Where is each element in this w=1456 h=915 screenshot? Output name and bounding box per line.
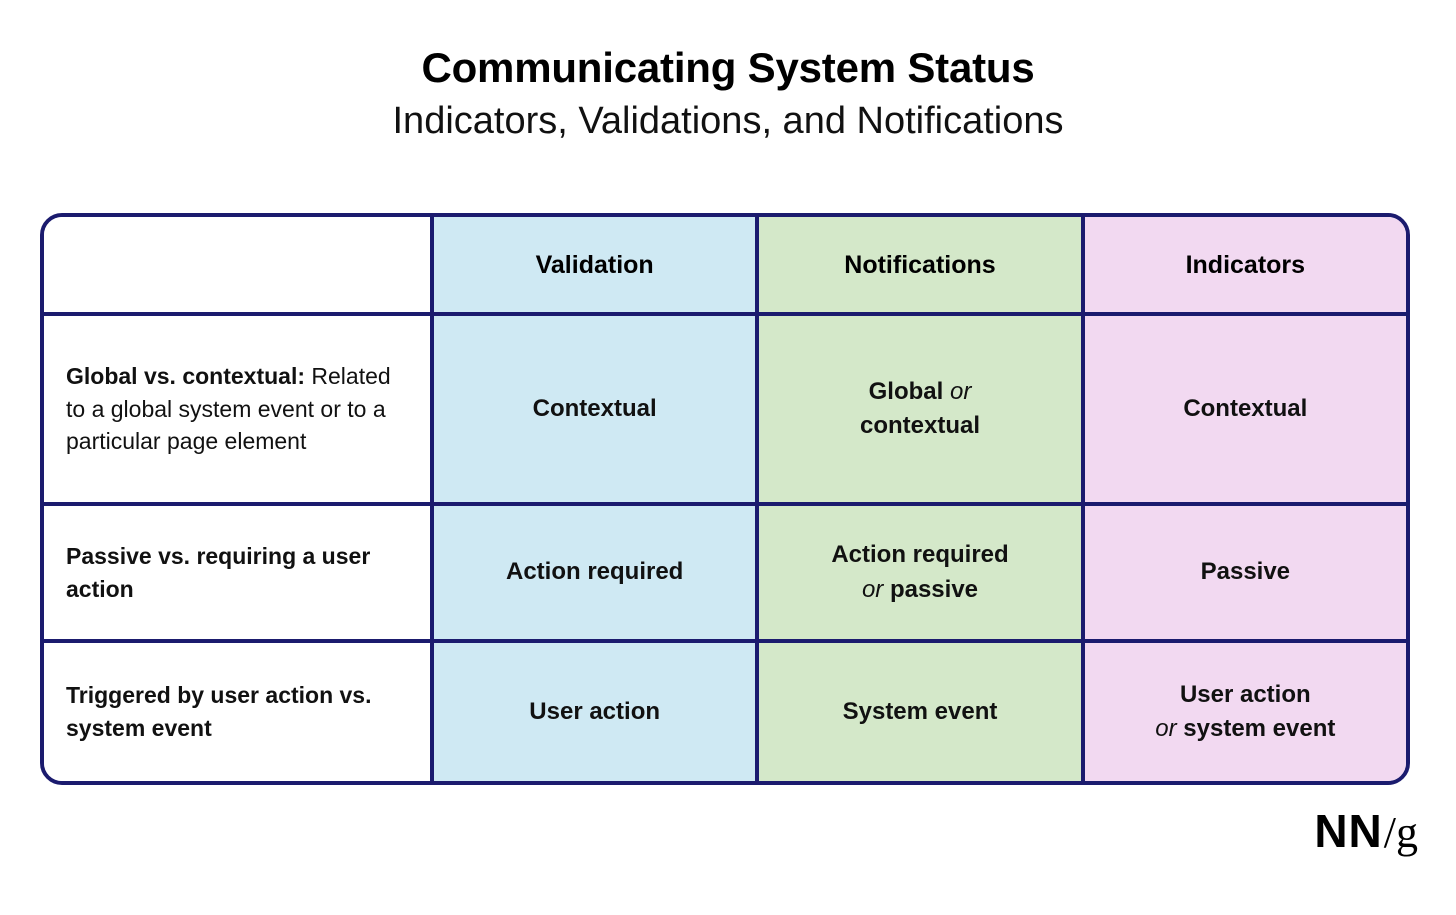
row-label-cell-1: Global vs. contextual: Related to a glob… (44, 316, 434, 502)
nng-logo-nn: NN (1314, 805, 1383, 857)
cell-validation-1: Contextual (434, 316, 760, 502)
row-label-1: Global vs. contextual: Related to a glob… (66, 360, 414, 458)
table-row: Triggered by user action vs. system even… (44, 643, 1406, 781)
cell-validation-3-lead: User action (529, 697, 661, 725)
row-label-cell-3: Triggered by user action vs. system even… (44, 643, 434, 781)
cell-validation-3: User action (434, 643, 760, 781)
cell-notifications-1-text: Global or contextual (860, 375, 980, 443)
cell-notifications-2: Action required or passive (759, 506, 1085, 639)
cell-indicators-3-or: or (1155, 715, 1177, 742)
cell-validation-1-lead: Contextual (532, 394, 657, 422)
cell-indicators-2-lead: Passive (1200, 558, 1291, 586)
column-header-notifications: Notifications (759, 217, 1085, 312)
cell-indicators-1: Contextual (1084, 316, 1406, 502)
row-label-2: Passive vs. requiring a user action (66, 540, 414, 605)
cell-notifications-2-tail: passive (889, 575, 979, 603)
cell-indicators-3-lead: User action (1179, 680, 1311, 708)
cell-indicators-3: User action or system event (1084, 643, 1406, 781)
page-title: Communicating System Status (421, 44, 1035, 91)
cell-validation-1-text: Contextual (533, 392, 657, 426)
table-row: Passive vs. requiring a user action Acti… (44, 506, 1406, 643)
table-row: Global vs. contextual: Related to a glob… (44, 316, 1406, 506)
table-header-row: Validation Notifications Indicators (44, 217, 1406, 316)
cell-notifications-1: Global or contextual (759, 316, 1085, 502)
column-header-indicators: Indicators (1084, 217, 1406, 312)
cell-indicators-2-text: Passive (1201, 555, 1290, 589)
column-header-validation: Validation (434, 217, 760, 312)
row-label-3-strong: Triggered by user action vs. system even… (66, 682, 372, 741)
row-label-2-strong: Passive vs. requiring a user action (66, 542, 371, 602)
cell-notifications-1-or: or (949, 377, 972, 405)
row-label-1-normal: Related to a global system event or to a… (66, 363, 391, 455)
cell-notifications-2-or: or (861, 575, 884, 603)
comparison-table-wrapper: Validation Notifications Indicators Glob… (40, 213, 1410, 785)
row-label-1-strong: Global vs. contextual: (66, 363, 305, 390)
cell-indicators-1-text: Contextual (1183, 392, 1307, 426)
cell-notifications-3-lead: System event (842, 697, 998, 725)
cell-validation-2-text: Action required (506, 555, 683, 589)
header-corner-cell (44, 217, 434, 312)
cell-indicators-3-tail: system event (1183, 715, 1336, 742)
cell-indicators-3-text: User action or system event (1155, 678, 1335, 746)
cell-notifications-2-lead: Action required (831, 541, 1009, 569)
nng-logo-slash-g: /g (1383, 808, 1418, 857)
cell-validation-3-text: User action (529, 695, 660, 729)
cell-validation-2: Action required (434, 506, 760, 639)
title-block: Communicating System Status Indicators, … (0, 0, 1456, 144)
nng-logo: NN/g (1314, 808, 1418, 855)
row-label-3: Triggered by user action vs. system even… (66, 679, 414, 744)
cell-notifications-1-tail: contextual (859, 412, 980, 439)
cell-indicators-1-lead: Contextual (1183, 394, 1308, 422)
cell-notifications-3-text: System event (843, 695, 998, 729)
row-label-cell-2: Passive vs. requiring a user action (44, 506, 434, 639)
cell-validation-2-lead: Action required (505, 558, 684, 586)
cell-indicators-2: Passive (1084, 506, 1406, 639)
column-header-notifications-label: Notifications (844, 250, 996, 279)
cell-notifications-3: System event (759, 643, 1085, 781)
cell-notifications-1-lead: Global (868, 377, 944, 405)
column-header-validation-label: Validation (535, 250, 654, 279)
comparison-table: Validation Notifications Indicators Glob… (40, 213, 1410, 785)
column-header-indicators-label: Indicators (1185, 250, 1306, 279)
cell-notifications-2-text: Action required or passive (831, 538, 1008, 606)
page-subtitle: Indicators, Validations, and Notificatio… (392, 100, 1064, 143)
